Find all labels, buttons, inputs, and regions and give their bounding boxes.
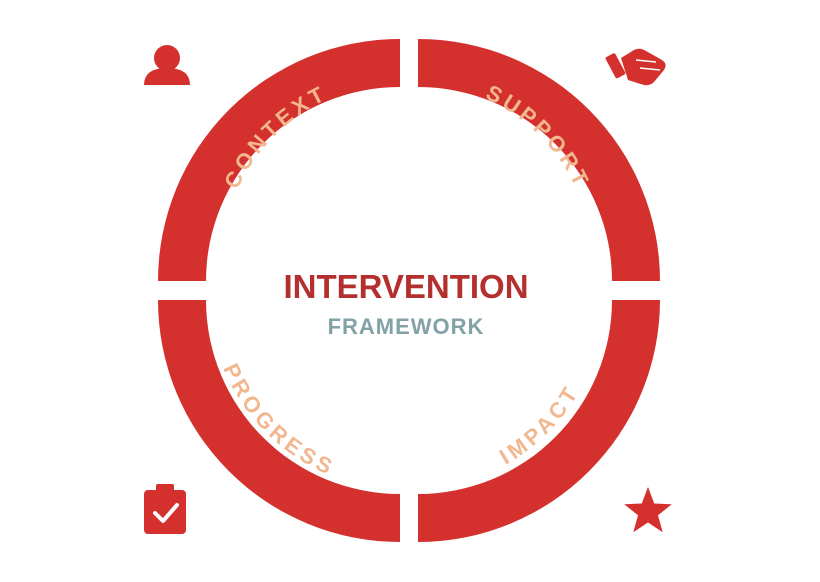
hand-icon <box>605 48 666 86</box>
ring-segments <box>158 39 660 542</box>
segment-context <box>158 39 400 281</box>
star-icon <box>624 487 672 533</box>
clipboard-check-icon <box>144 484 186 534</box>
segment-support <box>418 39 660 281</box>
segment-impact <box>418 300 660 542</box>
segment-progress <box>158 300 400 542</box>
user-icon <box>144 45 190 85</box>
center-title: INTERVENTION <box>283 268 528 305</box>
center-subtitle: FRAMEWORK <box>328 314 485 339</box>
